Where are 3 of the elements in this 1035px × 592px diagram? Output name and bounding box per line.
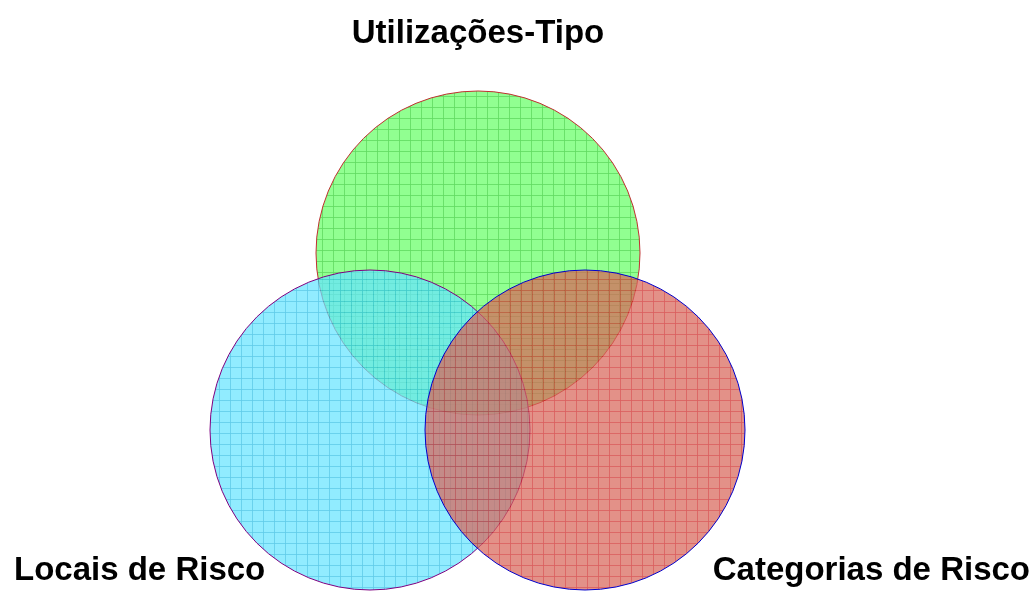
set-label: Locais de Risco — [14, 549, 266, 589]
set-label: Utilizações-Tipo — [351, 12, 605, 52]
set-label: Categorias de Risco — [712, 549, 1030, 589]
